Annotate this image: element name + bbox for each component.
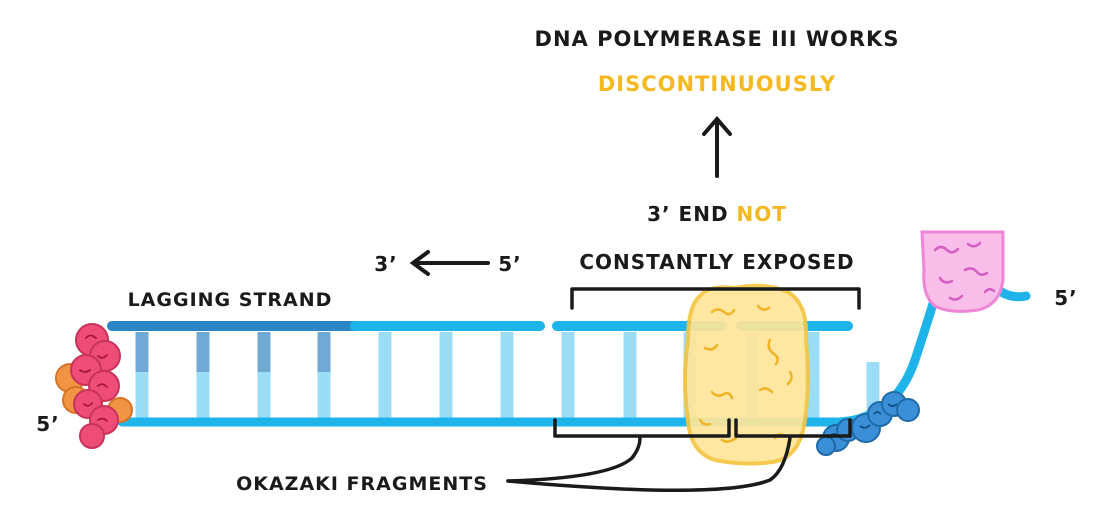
okazaki-pointers — [506, 436, 792, 492]
direction-to-label: 3’ — [374, 252, 398, 276]
okazaki-fragments-label: OKAZAKI FRAGMENTS — [236, 473, 488, 495]
okazaki-bracket-2 — [734, 418, 852, 438]
right-end-label: 5’ — [1054, 286, 1078, 310]
title-line-2: DISCONTINUOUSLY — [598, 72, 836, 96]
reason-part-1: 3’ END — [647, 202, 736, 226]
polymerase-body — [683, 283, 810, 466]
ssb-proteins — [816, 391, 920, 456]
left-end-protein-complex — [55, 323, 133, 449]
reason-line-2: CONSTANTLY EXPOSED — [579, 250, 854, 274]
brackets — [553, 287, 861, 438]
direction-arrow — [409, 250, 490, 276]
helicase-body — [920, 230, 1005, 313]
exposed-region-bracket — [570, 287, 861, 310]
reason-line-1: 3’ END NOT — [647, 202, 787, 226]
helicase — [920, 230, 1005, 313]
dna-polymerase-iii — [683, 283, 810, 466]
pointer-line-1 — [506, 436, 642, 483]
okazaki-bracket-1 — [553, 418, 731, 438]
left-end-label: 5’ — [36, 412, 60, 436]
primer-rungs — [135, 332, 331, 418]
pointer-line-2 — [506, 436, 792, 492]
direction-from-label: 5’ — [498, 252, 522, 276]
up-arrow — [702, 115, 732, 178]
reason-part-2: NOT — [737, 202, 787, 226]
title-line-1: DNA POLYMERASE III WORKS — [535, 27, 900, 51]
lagging-strand-label: LAGGING STRAND — [128, 289, 333, 311]
